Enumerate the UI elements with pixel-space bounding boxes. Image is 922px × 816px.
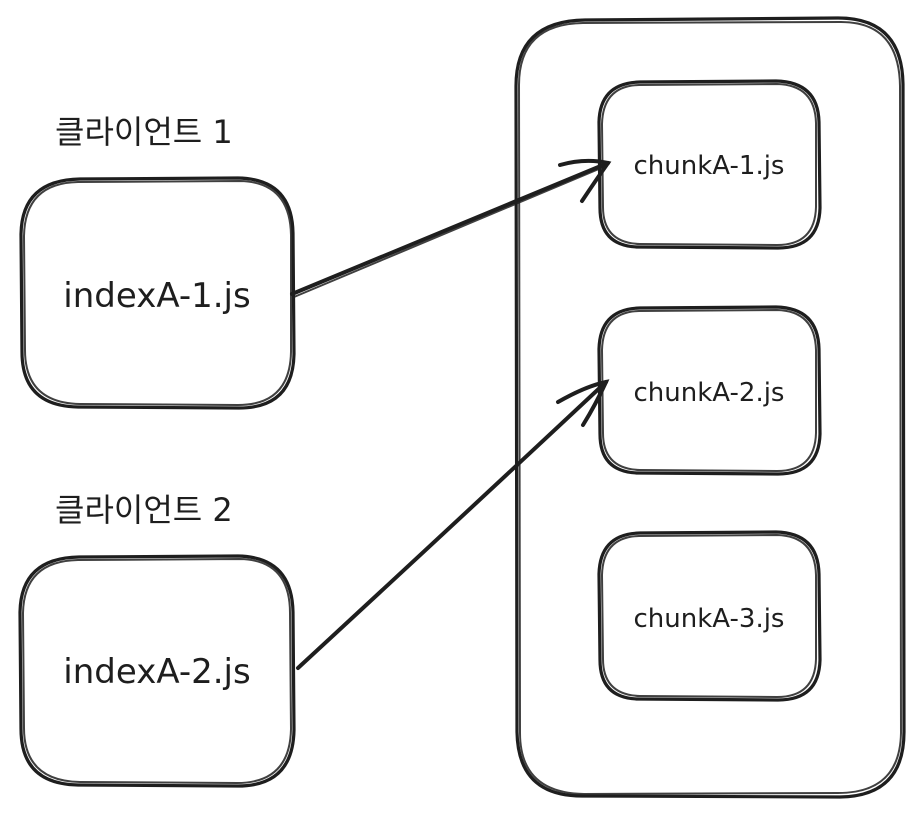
client-1-box: indexA-1.js xyxy=(19,176,296,410)
client-2-title: 클라이언트 2 xyxy=(55,491,233,529)
client-1-title: 클라이언트 1 xyxy=(55,113,233,151)
arrow-index1-to-chunk1 xyxy=(290,158,612,298)
chunk-3-box: chunkA-3.js xyxy=(597,530,822,702)
chunk-1-label: chunkA-1.js xyxy=(634,151,785,181)
client-1-file-label: indexA-1.js xyxy=(63,276,250,316)
chunk-1-box: chunkA-1.js xyxy=(597,79,822,250)
chunk-2-box: chunkA-2.js xyxy=(597,305,822,476)
client-2-box: indexA-2.js xyxy=(18,554,296,788)
arrow-index2-to-chunk2 xyxy=(296,379,610,670)
server-container xyxy=(514,16,906,799)
client-2-file-label: indexA-2.js xyxy=(63,652,250,692)
chunk-3-label: chunkA-3.js xyxy=(634,604,785,634)
chunk-2-label: chunkA-2.js xyxy=(634,378,785,408)
